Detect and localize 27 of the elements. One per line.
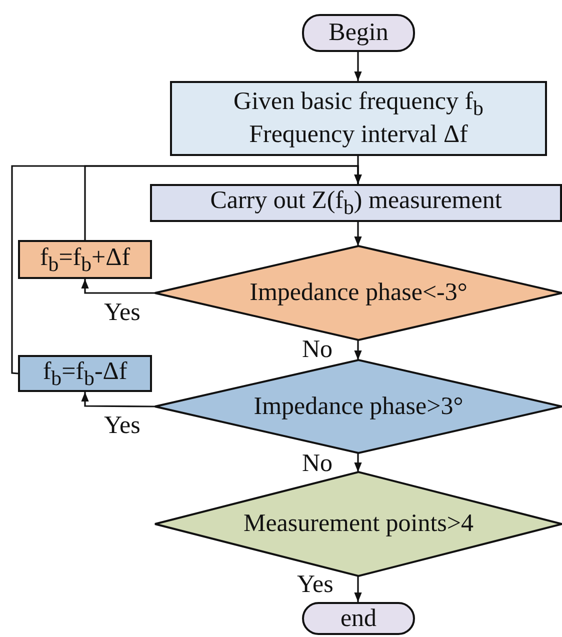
node-text: Impedance phase<-3° — [250, 278, 468, 308]
process-box — [18, 355, 152, 392]
node-text: Frequency interval Δf — [249, 120, 468, 150]
arrow — [354, 52, 362, 81]
decision-diamond — [155, 360, 562, 453]
node-text: f$_{b}$=f$_{b}$+Δf — [40, 242, 130, 276]
terminal-box — [302, 602, 415, 635]
terminal-box — [302, 14, 415, 52]
arrow — [81, 279, 155, 294]
process-box — [18, 240, 152, 279]
decision-diamond — [155, 246, 562, 340]
node-text: Begin — [328, 18, 388, 48]
process-box — [150, 184, 562, 222]
decision-diamond — [155, 472, 562, 576]
arrow — [354, 453, 362, 472]
process-box — [170, 81, 547, 156]
node-text: Measurement points>4 — [243, 509, 474, 539]
node-text: end — [340, 604, 377, 634]
arrow — [81, 392, 155, 408]
node-text: f$_{b}$=f$_{b}$-Δf — [42, 356, 128, 390]
node-text: Given basic frequency f$_{b}$ — [234, 86, 484, 120]
arrow — [354, 576, 362, 602]
node-text: Impedance phase>3° — [254, 392, 464, 422]
arrow — [354, 340, 362, 360]
arrow — [354, 222, 362, 246]
arrow — [11, 165, 362, 374]
node-text: Carry out Z(f$_{b}$) measurement — [210, 186, 502, 220]
